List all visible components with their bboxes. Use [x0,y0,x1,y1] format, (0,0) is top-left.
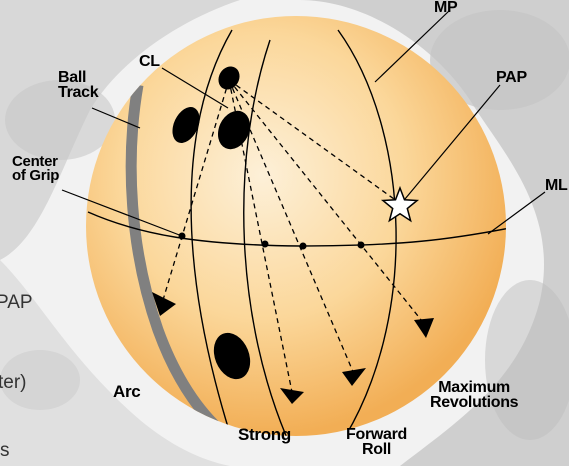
forward-roll-label: Forward Roll [346,426,408,459]
background-text-s: s [0,440,10,461]
maximum-revolutions-label: Maximum Revolutions [430,379,519,412]
trajectory-lines [162,79,427,393]
arc-cl-meridian [243,39,291,436]
background-text-pap: PAP [0,292,33,313]
pap-star [380,185,420,223]
pap-leader [399,84,501,206]
mp-label: MP [434,0,458,16]
trajectory-maximum-revolutions [228,79,427,327]
mp-leader [374,9,451,83]
maximum-revolutions-label-line1: Maximum [438,379,510,396]
background-text-ter: ter) [0,372,27,393]
arc-mp-meridian [337,29,397,436]
ball-track-label: Ball Track [58,69,99,102]
ml-dot-2 [299,242,307,250]
left-finger-hole [172,107,200,143]
arrowhead-maximum-revolutions [414,318,434,338]
arc-left-meridian [190,29,233,436]
ml-dot-1 [261,240,269,248]
arrowhead-strong [280,388,304,404]
cl-dot [218,66,240,90]
thumb-hole [213,332,251,380]
ball-track-label-line1: Ball [58,69,87,86]
maximum-revolutions-label-line2: Revolutions [430,394,519,412]
bowling-ball [86,16,506,436]
ball-track-leader [91,107,141,129]
ml-leader [487,191,546,235]
center-of-grip-leader [61,189,183,237]
trajectory-strong [228,79,293,393]
ml-dot-3 [357,241,365,249]
forward-roll-label-line2: Roll [362,441,392,459]
trajectory-arc [162,79,230,301]
arrowhead-forward-roll [342,368,366,386]
arc-label: Arc [113,382,141,401]
pap-label: PAP [496,69,527,86]
strong-label: Strong [238,425,291,444]
center-of-grip-label: Center of Grip [12,153,60,185]
forward-roll-label-line1: Forward [346,426,408,443]
right-finger-hole [217,110,251,150]
ball-track-label-line2: Track [58,84,99,102]
cl-leader [161,67,229,109]
trajectory-to-pap [228,79,395,200]
cl-label: CL [139,53,160,70]
ml-label: ML [545,177,568,194]
center-of-grip-dot [178,232,186,240]
center-of-grip-label-line2: of Grip [12,167,60,185]
center-of-grip-label-line1: Center [12,153,58,170]
arrowhead-arc [152,292,176,316]
ball-track [125,84,236,436]
